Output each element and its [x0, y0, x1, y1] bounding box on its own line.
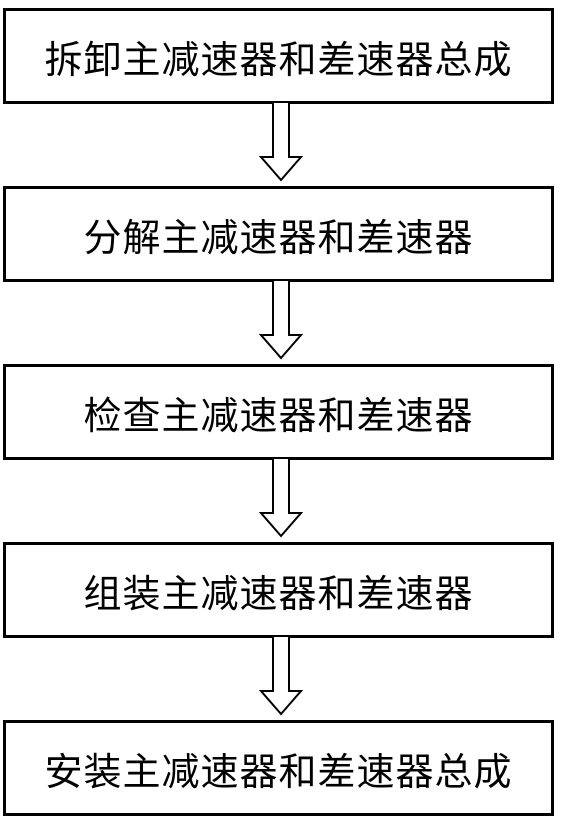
- step-5-box: 安装主减速器和差速器总成: [3, 720, 554, 816]
- step-3-box: 检查主减速器和差速器: [3, 364, 554, 460]
- step-4-label: 组装主减速器和差速器: [83, 571, 474, 616]
- step-3-label: 检查主减速器和差速器: [83, 393, 474, 438]
- step-2-label: 分解主减速器和差速器: [83, 215, 474, 260]
- down-arrow-icon: [259, 636, 303, 716]
- down-arrow-icon: [259, 280, 303, 360]
- step-2-box: 分解主减速器和差速器: [3, 186, 554, 282]
- down-arrow-icon: [259, 458, 303, 538]
- step-5-label: 安装主减速器和差速器总成: [44, 749, 513, 794]
- down-arrow-icon: [259, 102, 303, 182]
- step-4-box: 组装主减速器和差速器: [3, 542, 554, 638]
- step-1-label: 拆卸主减速器和差速器总成: [44, 37, 513, 82]
- step-1-box: 拆卸主减速器和差速器总成: [3, 8, 554, 104]
